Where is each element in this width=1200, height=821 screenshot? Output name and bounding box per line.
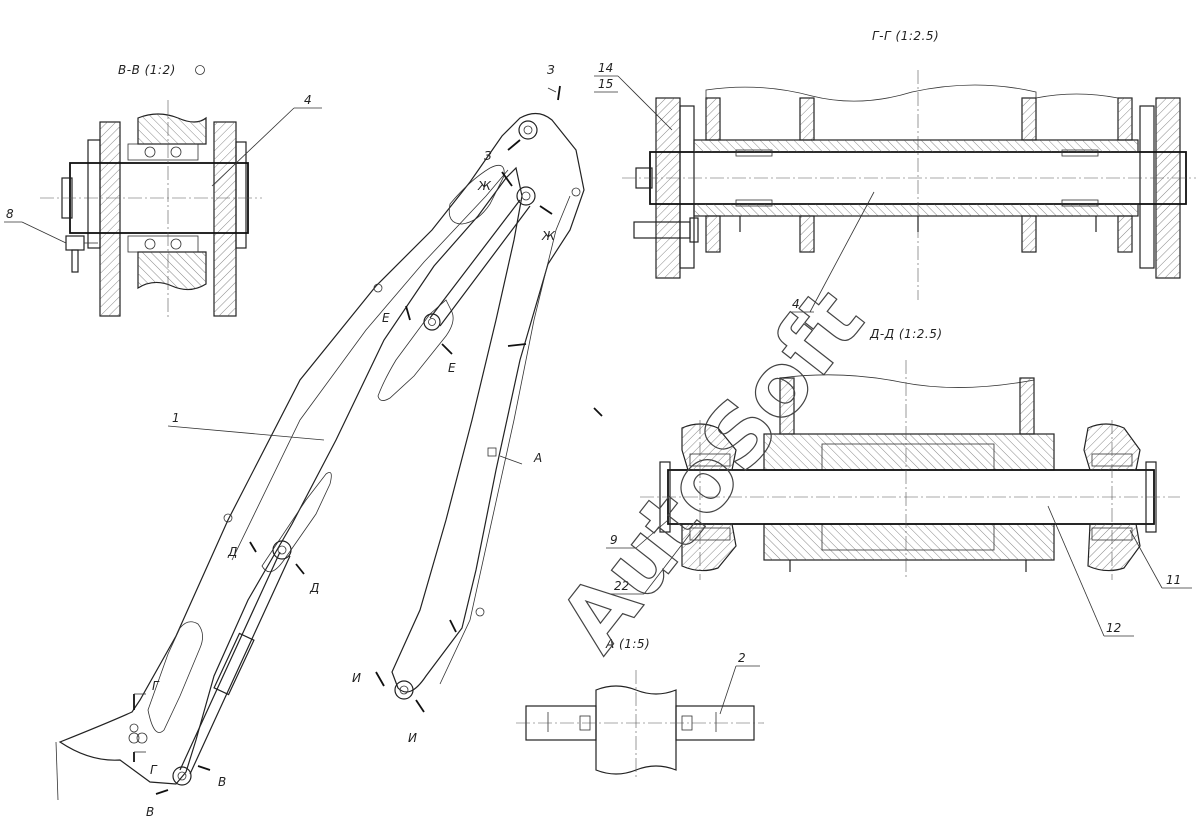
view-a-title: А (1:5) (605, 637, 650, 651)
section-mark-zh-1: Ж (477, 179, 492, 193)
callout-9: 9 (610, 533, 618, 547)
section-mark-v-2: В (146, 805, 154, 819)
section-mark-i-2: И (408, 731, 417, 745)
boom-outline (58, 112, 585, 785)
view-a: А (1:5) 2 (516, 637, 764, 780)
section-mark-z-top: З (547, 63, 555, 77)
section-mark-e-2: Е (448, 361, 456, 375)
view-dd: Д-Д (1:2.5) 9 22 (606, 327, 1192, 637)
callout-4: 4 (792, 297, 800, 311)
section-mark-a: А (533, 451, 542, 465)
section-mark-v-1: В (218, 775, 226, 789)
callout-8: 8 (6, 207, 14, 221)
view-gg-title: Г-Г (1:2.5) (872, 29, 939, 43)
view-dd-title: Д-Д (1:2.5) (869, 327, 943, 341)
callout-12: 12 (1106, 621, 1121, 635)
boom-assembly: З З Ж Ж Е Е А Д Д И И Г Г В (55, 63, 603, 819)
callout-11: 11 (1166, 573, 1181, 587)
callout-3-bb: 4 (304, 93, 312, 107)
callout-15: 15 (598, 77, 613, 91)
section-mark-e-1: Е (382, 311, 390, 325)
rotated-symbol-icon (195, 65, 205, 75)
callout-2: 2 (738, 651, 746, 665)
section-mark-d-2: Д (309, 581, 319, 595)
callout-14: 14 (598, 61, 613, 75)
view-gg: Г-Г (1:2.5) 14 (594, 29, 1196, 313)
view-bb: В-В (1:2) 4 8 (4, 63, 322, 320)
section-mark-g-2: Г (150, 763, 158, 777)
section-mark-zh-2: Ж (541, 229, 556, 243)
callout-22: 22 (614, 579, 629, 593)
callout-1: 1 (172, 411, 180, 425)
section-mark-i-1: И (352, 671, 361, 685)
section-mark-d-1: Д (227, 545, 237, 559)
view-bb-title: В-В (1:2) (118, 63, 176, 77)
section-mark-g-1: Г (152, 679, 160, 693)
section-mark-z: З (484, 149, 492, 163)
